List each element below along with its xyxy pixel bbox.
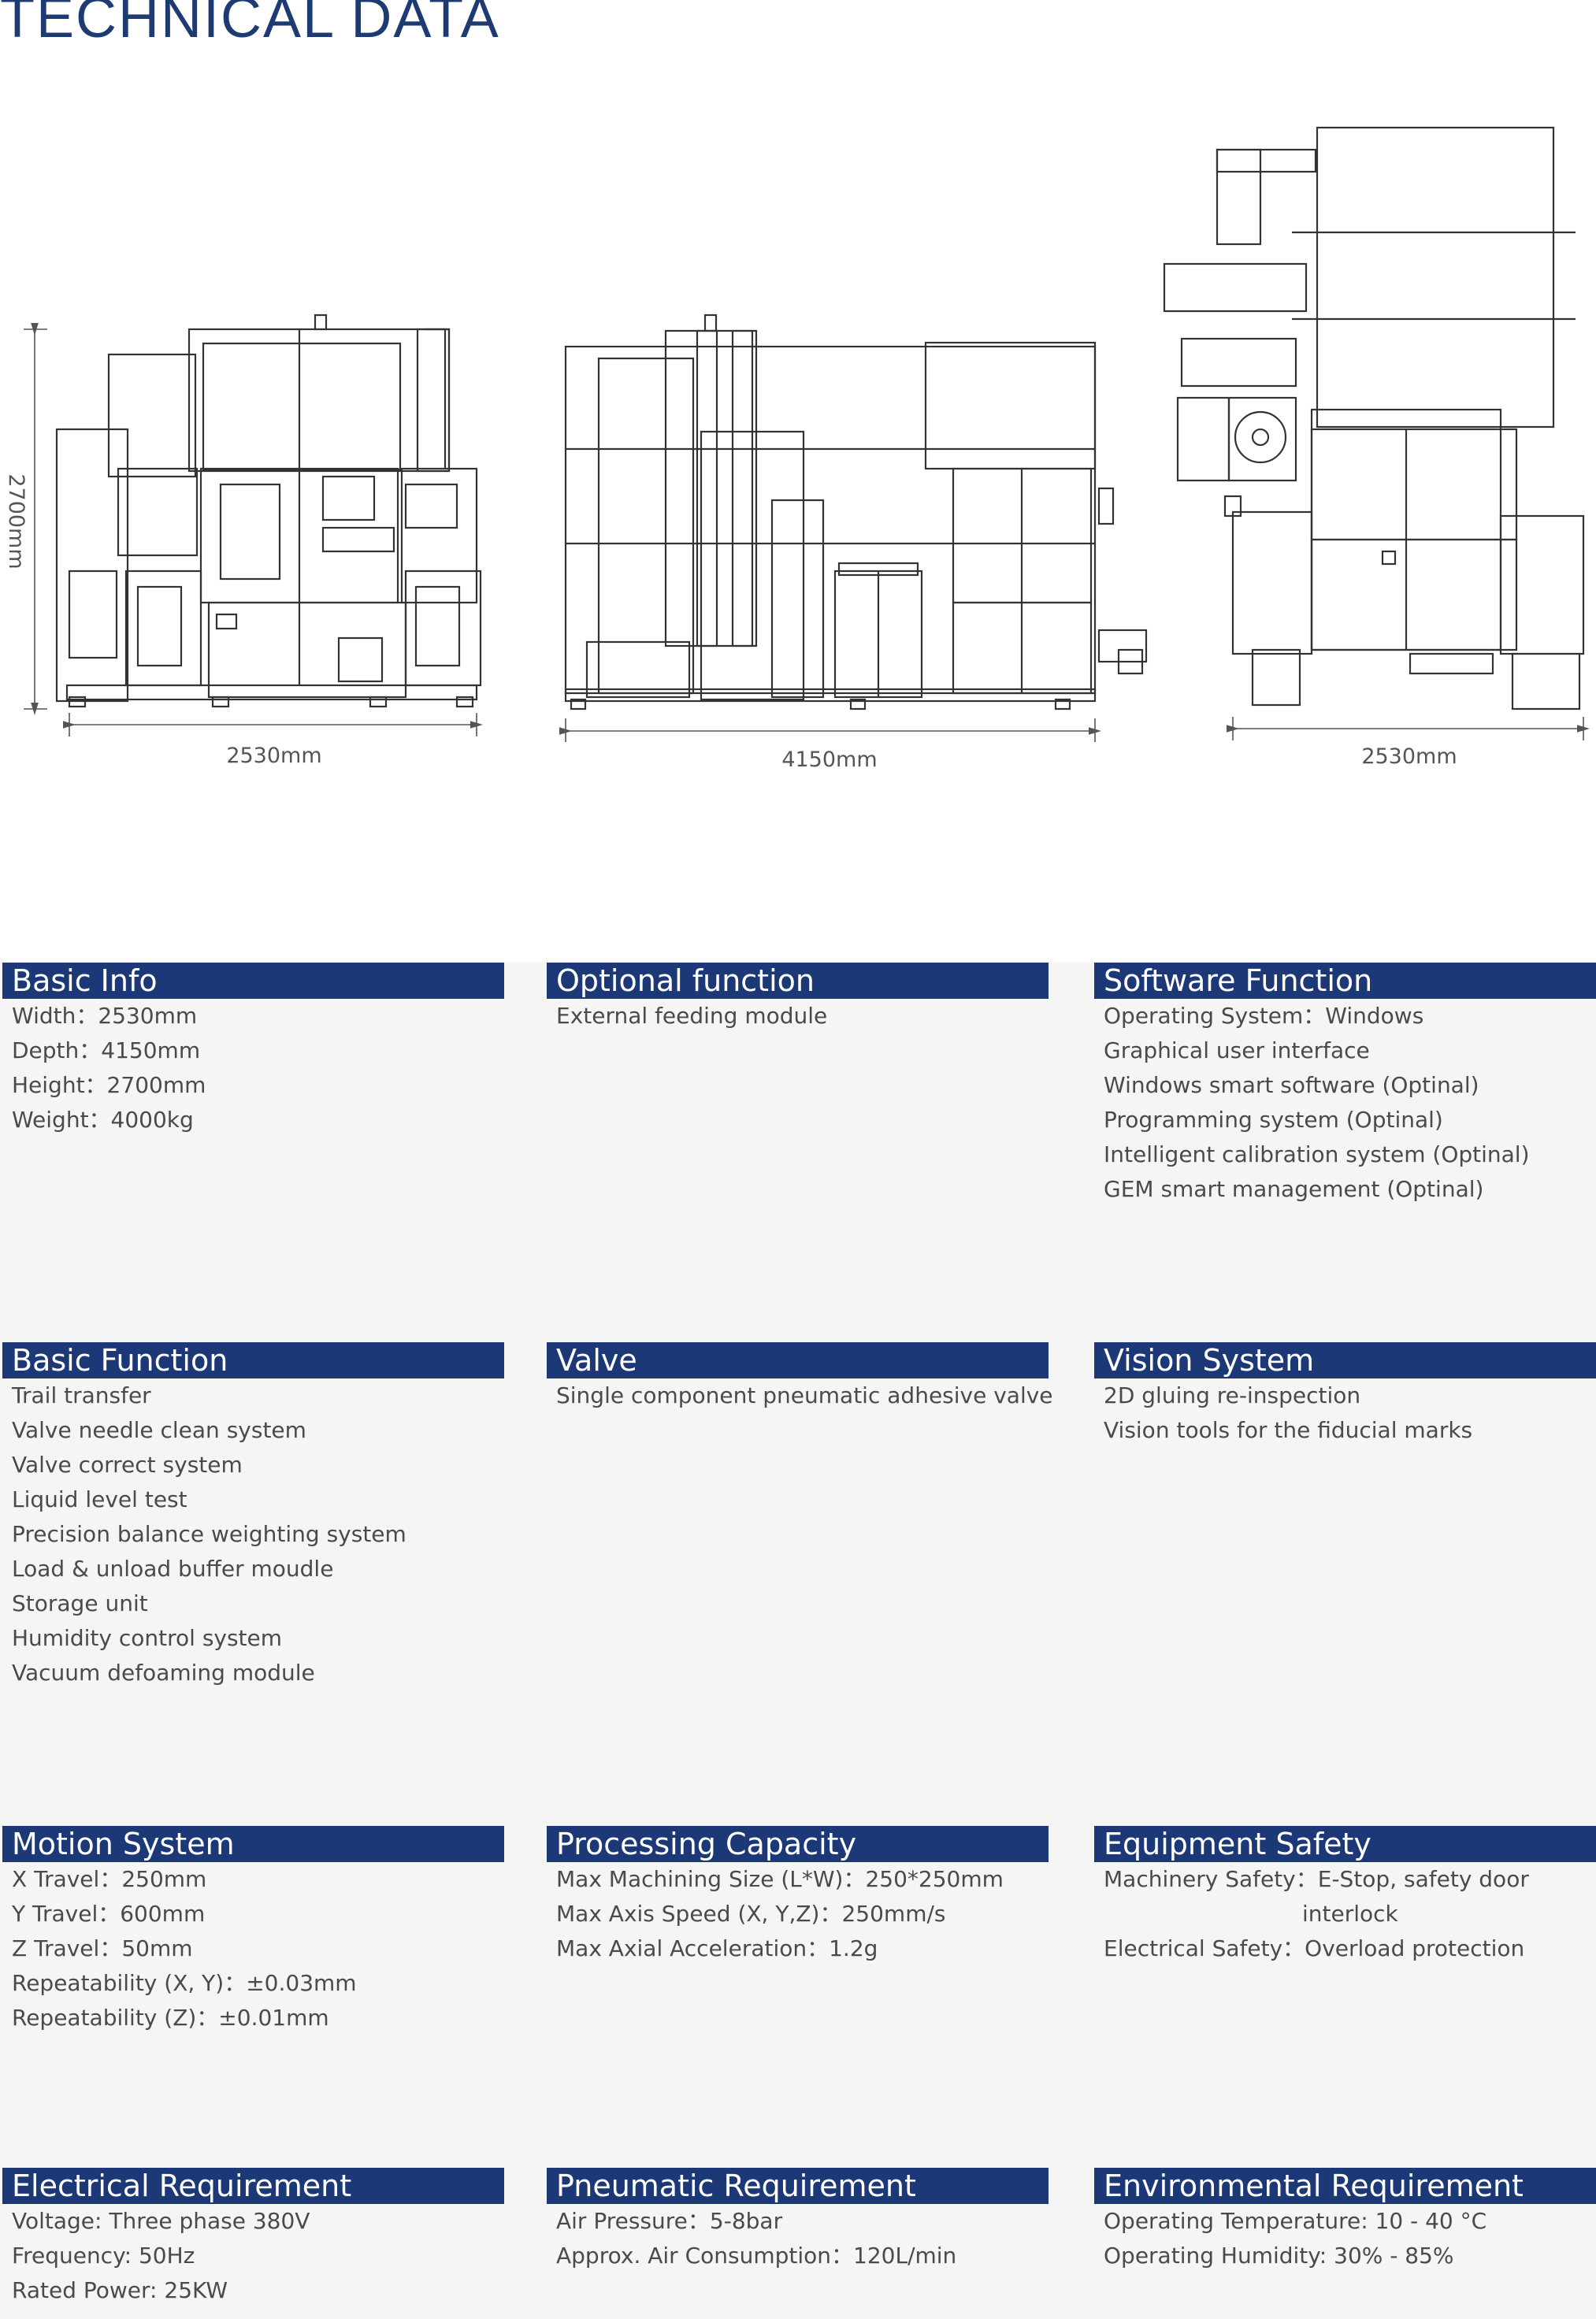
spec-line: Frequency: 50Hz	[12, 2243, 195, 2269]
spec-line: Y Travel：600mm	[12, 1901, 206, 1927]
section-valve: Valve Single component pneumatic adhesiv…	[547, 1342, 1053, 1413]
section-title: Electrical Requirement	[2, 2168, 504, 2204]
spec-line: Max Axis Speed (X, Y,Z)：250mm/s	[556, 1901, 946, 1927]
height-label: 2700mm	[4, 473, 28, 569]
section-electrical-requirement: Electrical Requirement Voltage: Three ph…	[2, 2168, 504, 2308]
spec-line: External feeding module	[556, 1003, 828, 1029]
side-view-drawing	[564, 314, 1148, 711]
spec-line: Valve correct system	[12, 1452, 243, 1478]
spec-line: Humidity control system	[12, 1625, 283, 1651]
section-title: Optional function	[547, 963, 1049, 999]
section-pneumatic-requirement: Pneumatic Requirement Air Pressure：5-8ba…	[547, 2168, 1049, 2273]
section-title: Software Function	[1094, 963, 1596, 999]
spec-line: Operating System：Windows	[1104, 1003, 1424, 1029]
spec-line: Repeatability (Z)：±0.01mm	[12, 2005, 329, 2031]
rear-view-drawing	[1163, 126, 1585, 711]
spec-line: Trail transfer	[12, 1382, 151, 1408]
spec-line: Height：2700mm	[12, 1072, 206, 1098]
side-length-label: 4150mm	[781, 748, 877, 772]
spec-line: Vacuum defoaming module	[12, 1660, 315, 1686]
spec-line: Liquid level test	[12, 1486, 187, 1512]
spec-line: Storage unit	[12, 1590, 148, 1616]
section-title: Equipment Safety	[1094, 1826, 1596, 1862]
spec-line: Voltage: Three phase 380V	[12, 2208, 310, 2234]
page-title: TECHNICAL DATA	[0, 0, 500, 50]
section-basic-function: Basic Function Trail transfer Valve need…	[2, 1342, 504, 1690]
front-view-drawing	[55, 314, 482, 708]
spec-line: Max Axial Acceleration：1.2g	[556, 1935, 878, 1961]
machine-drawings: 2530mm 4150mm 2530mm 2700mm	[4, 126, 1590, 772]
spec-line: Vision tools for the fiducial marks	[1104, 1417, 1473, 1443]
section-title: Environmental Requirement	[1094, 2168, 1596, 2204]
section-title: Vision System	[1094, 1342, 1596, 1378]
spec-line: Repeatability (X, Y)：±0.03mm	[12, 1970, 357, 1996]
spec-line: Graphical user interface	[1104, 1037, 1370, 1063]
section-title: Basic Function	[2, 1342, 504, 1378]
section-title: Processing Capacity	[547, 1826, 1049, 1862]
section-title: Pneumatic Requirement	[547, 2168, 1049, 2204]
section-vision-system: Vision System 2D gluing re-inspection Vi…	[1094, 1342, 1596, 1448]
spec-line: Windows smart software (Optinal)	[1104, 1072, 1479, 1098]
spec-line: interlock	[1302, 1901, 1398, 1927]
section-software-function: Software Function Operating System：Windo…	[1094, 963, 1596, 1207]
spec-line: Precision balance weighting system	[12, 1521, 406, 1547]
spec-line: Machinery Safety：E-Stop, safety door	[1104, 1866, 1529, 1892]
spec-line: Rated Power: 25KW	[12, 2277, 228, 2303]
spec-line: Air Pressure：5-8bar	[556, 2208, 783, 2234]
spec-line: 2D gluing re-inspection	[1104, 1382, 1361, 1408]
section-processing-capacity: Processing Capacity Max Machining Size (…	[547, 1826, 1049, 1966]
spec-line: Operating Humidity: 30% - 85%	[1104, 2243, 1454, 2269]
spec-line: Single component pneumatic adhesive valv…	[556, 1382, 1053, 1408]
spec-line: Z Travel：50mm	[12, 1935, 193, 1961]
spec-line: Approx. Air Consumption：120L/min	[556, 2243, 957, 2269]
spec-line: Width：2530mm	[12, 1003, 198, 1029]
spec-line: Load & unload buffer moudle	[12, 1556, 334, 1582]
section-optional-function: Optional function External feeding modul…	[547, 963, 1049, 1033]
spec-line: Weight：4000kg	[12, 1107, 194, 1133]
spec-line: Intelligent calibration system (Optinal)	[1104, 1141, 1530, 1167]
section-title: Basic Info	[2, 963, 504, 999]
rear-width-label: 2530mm	[1361, 744, 1457, 769]
front-width-label: 2530mm	[226, 744, 321, 768]
spec-line: Operating Temperature: 10 - 40 °C	[1104, 2208, 1487, 2234]
section-title: Motion System	[2, 1826, 504, 1862]
spec-line: Electrical Safety：Overload protection	[1104, 1935, 1525, 1961]
spec-panel: Basic Info Width：2530mm Depth：4150mm Hei…	[0, 963, 1596, 2319]
section-motion-system: Motion System X Travel：250mm Y Travel：60…	[2, 1826, 504, 2035]
section-basic-info: Basic Info Width：2530mm Depth：4150mm Hei…	[2, 963, 504, 1137]
section-equipment-safety: Equipment Safety Machinery Safety：E-Stop…	[1094, 1826, 1596, 1966]
spec-line: Max Machining Size (L*W)：250*250mm	[556, 1866, 1004, 1892]
spec-line: Valve needle clean system	[12, 1417, 306, 1443]
section-environmental-requirement: Environmental Requirement Operating Temp…	[1094, 2168, 1596, 2273]
spec-line: GEM smart management (Optinal)	[1104, 1176, 1484, 1202]
spec-line: Depth：4150mm	[12, 1037, 201, 1063]
section-title: Valve	[547, 1342, 1049, 1378]
spec-line: Programming system (Optinal)	[1104, 1107, 1443, 1133]
spec-line: X Travel：250mm	[12, 1866, 207, 1892]
